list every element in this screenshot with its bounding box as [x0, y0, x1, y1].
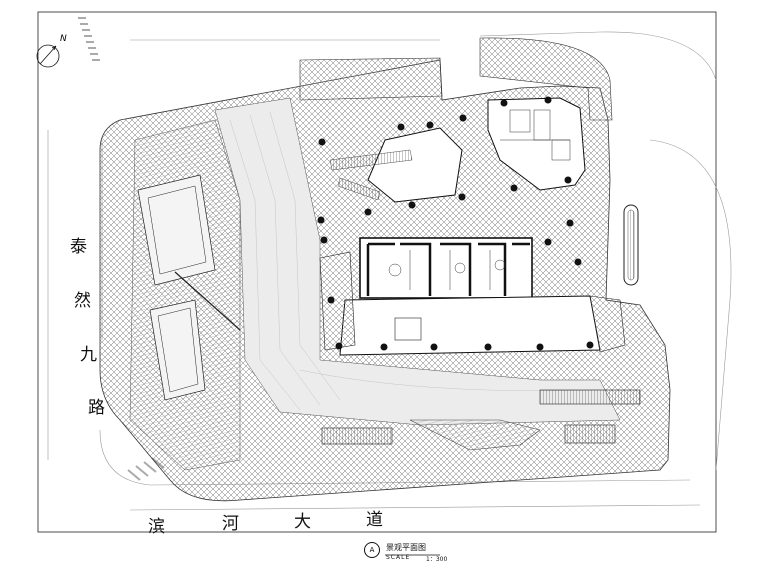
pavilion-stairs [329, 149, 413, 201]
road-label-west-4: 路 [88, 398, 105, 418]
south-stairs-2 [539, 389, 641, 405]
planter-west-2-inner [157, 307, 199, 393]
core-details [388, 250, 506, 290]
ne-building-rooms [500, 109, 571, 161]
podium-feature [394, 317, 422, 341]
planter-west-2 [149, 299, 206, 401]
east-bus-bay-inner [627, 209, 635, 281]
road-label-south-1: 滨 [148, 517, 165, 537]
road-label-south-2: 河 [222, 514, 239, 534]
tower-core [359, 237, 533, 299]
road-label-west-3: 九 [80, 345, 97, 365]
ne-building [487, 97, 586, 191]
north-arrow-icon [36, 44, 60, 68]
south-stairs-3 [564, 424, 616, 444]
south-ramp [409, 419, 541, 451]
road-label-west-1: 泰 [70, 237, 87, 257]
title-scale-label: SCALE [386, 554, 411, 561]
east-plaza-strip [479, 37, 613, 121]
tower-core-walls [366, 242, 530, 296]
title-marker: A [364, 542, 380, 558]
drawing-frame [37, 11, 717, 533]
west-garden [129, 119, 241, 471]
tower-west-wing [319, 251, 356, 351]
tower-east-wing [589, 295, 626, 353]
road-label-south-3: 大 [294, 512, 311, 532]
north-label: N [60, 34, 67, 44]
tower-podium [339, 295, 601, 356]
title-scale-value: 1：300 [426, 556, 448, 563]
road-label-west-2: 然 [74, 291, 91, 311]
title-block: A 景观平面图 SCALE 1：300 [360, 540, 480, 568]
planter-west-1-inner [147, 185, 207, 275]
title-name: 景观平面图 [386, 543, 426, 552]
road-label-south-4: 道 [366, 510, 383, 530]
north-plaza-strip [299, 57, 443, 101]
north-pavilion [367, 127, 463, 203]
tree-markers [317, 96, 594, 351]
crosswalk-north [78, 17, 100, 61]
south-stairs-1 [321, 427, 393, 445]
